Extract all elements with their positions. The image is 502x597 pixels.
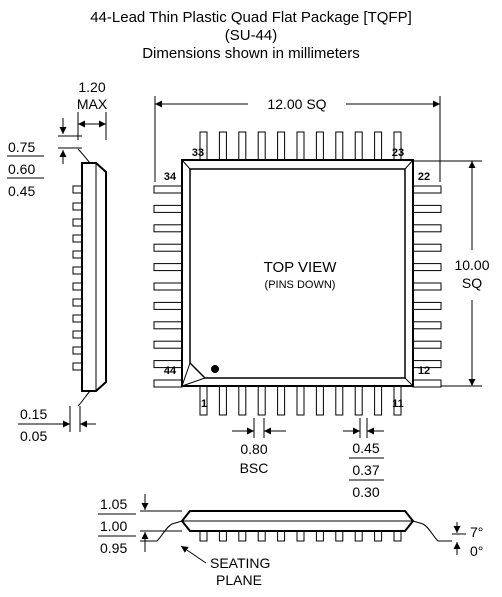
pin-number-22: 22 bbox=[418, 171, 430, 183]
lead-pad bbox=[335, 530, 344, 542]
lead-thickness-max: 0.15 bbox=[20, 406, 47, 422]
lead-pad bbox=[257, 131, 266, 161]
lead-pad bbox=[412, 224, 442, 233]
pin-number-23: 23 bbox=[392, 147, 404, 159]
standoff-max: 0.75 bbox=[8, 139, 35, 155]
body-size-unit: SQ bbox=[462, 275, 482, 291]
lead-width-min: 0.30 bbox=[352, 484, 379, 500]
lead-pad bbox=[354, 530, 363, 542]
lead-pad bbox=[153, 243, 183, 252]
seating-plane-label-line2: PLANE bbox=[216, 572, 262, 588]
lead-pad bbox=[412, 185, 442, 194]
package-height-value: 1.20 bbox=[78, 79, 105, 95]
pin-number-1: 1 bbox=[201, 398, 207, 410]
top-view-body bbox=[181, 159, 414, 387]
lead-pitch-unit: BSC bbox=[240, 460, 269, 476]
pin-number-44: 44 bbox=[164, 365, 177, 377]
lead-pad bbox=[412, 340, 442, 349]
lead-pad bbox=[296, 131, 305, 161]
lead-pad bbox=[199, 530, 208, 542]
pin1-marker-dot bbox=[211, 365, 219, 373]
lead-pad bbox=[277, 385, 286, 416]
front-thickness-max: 1.05 bbox=[100, 496, 127, 512]
lead-pad bbox=[296, 385, 305, 416]
top-view-leads-right bbox=[412, 185, 442, 388]
lead-pad bbox=[218, 131, 227, 161]
lead-pad bbox=[335, 385, 344, 416]
lead-pad bbox=[238, 530, 247, 542]
lead-pad bbox=[412, 243, 442, 252]
lead-pad bbox=[412, 301, 442, 310]
lead-pad bbox=[153, 340, 183, 349]
lead-pad bbox=[218, 530, 227, 542]
top-view-width: 12.00 SQ bbox=[267, 96, 326, 112]
standoff-nom: 0.60 bbox=[8, 161, 35, 177]
top-view: 12.00 SQ 10.00 SQ TOP VIEW (PINS DOWN) 1… bbox=[153, 96, 490, 500]
lead-pad bbox=[153, 263, 183, 272]
top-view-label: TOP VIEW bbox=[264, 259, 338, 276]
lead-pad bbox=[153, 282, 183, 291]
lead-pad bbox=[393, 530, 402, 542]
lead-thickness-min: 0.05 bbox=[20, 428, 47, 444]
front-thickness-nom: 1.00 bbox=[100, 518, 127, 534]
lead-pad bbox=[412, 321, 442, 330]
front-thickness-min: 0.95 bbox=[100, 540, 127, 556]
lead-pad bbox=[374, 385, 383, 416]
lead-pad bbox=[153, 204, 183, 213]
lead-pad bbox=[412, 282, 442, 291]
seating-plane-label-line1: SEATING bbox=[210, 555, 270, 571]
lead-pad bbox=[315, 131, 324, 161]
top-view-leads-left bbox=[153, 185, 183, 388]
lead-width-nom: 0.37 bbox=[352, 462, 379, 478]
lead-pad bbox=[238, 131, 247, 161]
lead-pad bbox=[296, 530, 305, 542]
lead-pad bbox=[335, 131, 344, 161]
lead-pad bbox=[153, 321, 183, 330]
title: 44-Lead Thin Plastic Quad Flat Package [… bbox=[90, 9, 412, 26]
lead-angle-min: 0° bbox=[470, 543, 483, 559]
lead-pad bbox=[354, 385, 363, 416]
pin-number-11: 11 bbox=[392, 398, 404, 410]
lead-pad bbox=[153, 301, 183, 310]
pin-number-33: 33 bbox=[192, 147, 204, 159]
top-view-sublabel: (PINS DOWN) bbox=[265, 279, 336, 291]
lead-pad bbox=[153, 185, 183, 194]
lead-pad bbox=[315, 530, 324, 542]
pin-number-12: 12 bbox=[418, 365, 430, 377]
lead-angle-max: 7° bbox=[470, 524, 483, 540]
lead-pitch-value: 0.80 bbox=[240, 441, 267, 457]
lead-pad bbox=[257, 385, 266, 416]
lead-pad bbox=[412, 204, 442, 213]
lead-pad bbox=[412, 263, 442, 272]
lead-pad bbox=[238, 385, 247, 416]
lead-pad bbox=[153, 379, 183, 388]
lead-pad bbox=[277, 530, 286, 542]
diagram-header: 44-Lead Thin Plastic Quad Flat Package [… bbox=[90, 9, 412, 62]
lead-pad bbox=[218, 385, 227, 416]
lead-pad bbox=[374, 530, 383, 542]
lead-pad bbox=[412, 379, 442, 388]
package-code: (SU-44) bbox=[225, 27, 278, 44]
pin-number-34: 34 bbox=[164, 171, 177, 183]
standoff-min: 0.45 bbox=[8, 183, 35, 199]
units-note: Dimensions shown in millimeters bbox=[142, 45, 360, 62]
package-height-qualifier: MAX bbox=[77, 96, 108, 112]
top-view-leads-top bbox=[199, 131, 402, 161]
side-view-body bbox=[81, 162, 107, 392]
lead-pad bbox=[277, 131, 286, 161]
front-view: 1.05 1.00 0.95 SEATING PLANE 7° 0° bbox=[98, 494, 483, 588]
lead-pad bbox=[374, 131, 383, 161]
front-view-leads bbox=[199, 530, 402, 542]
top-view-leads-bottom bbox=[199, 385, 402, 416]
lead-pad bbox=[354, 131, 363, 161]
lead-pad bbox=[315, 385, 324, 416]
side-view: 1.20 MAX 0.75 0.60 0.45 0.15 0.05 bbox=[7, 79, 108, 444]
lead-pad bbox=[257, 530, 266, 542]
body-size-value: 10.00 bbox=[454, 257, 489, 273]
lead-pad bbox=[153, 224, 183, 233]
lead-width-max: 0.45 bbox=[352, 440, 379, 456]
